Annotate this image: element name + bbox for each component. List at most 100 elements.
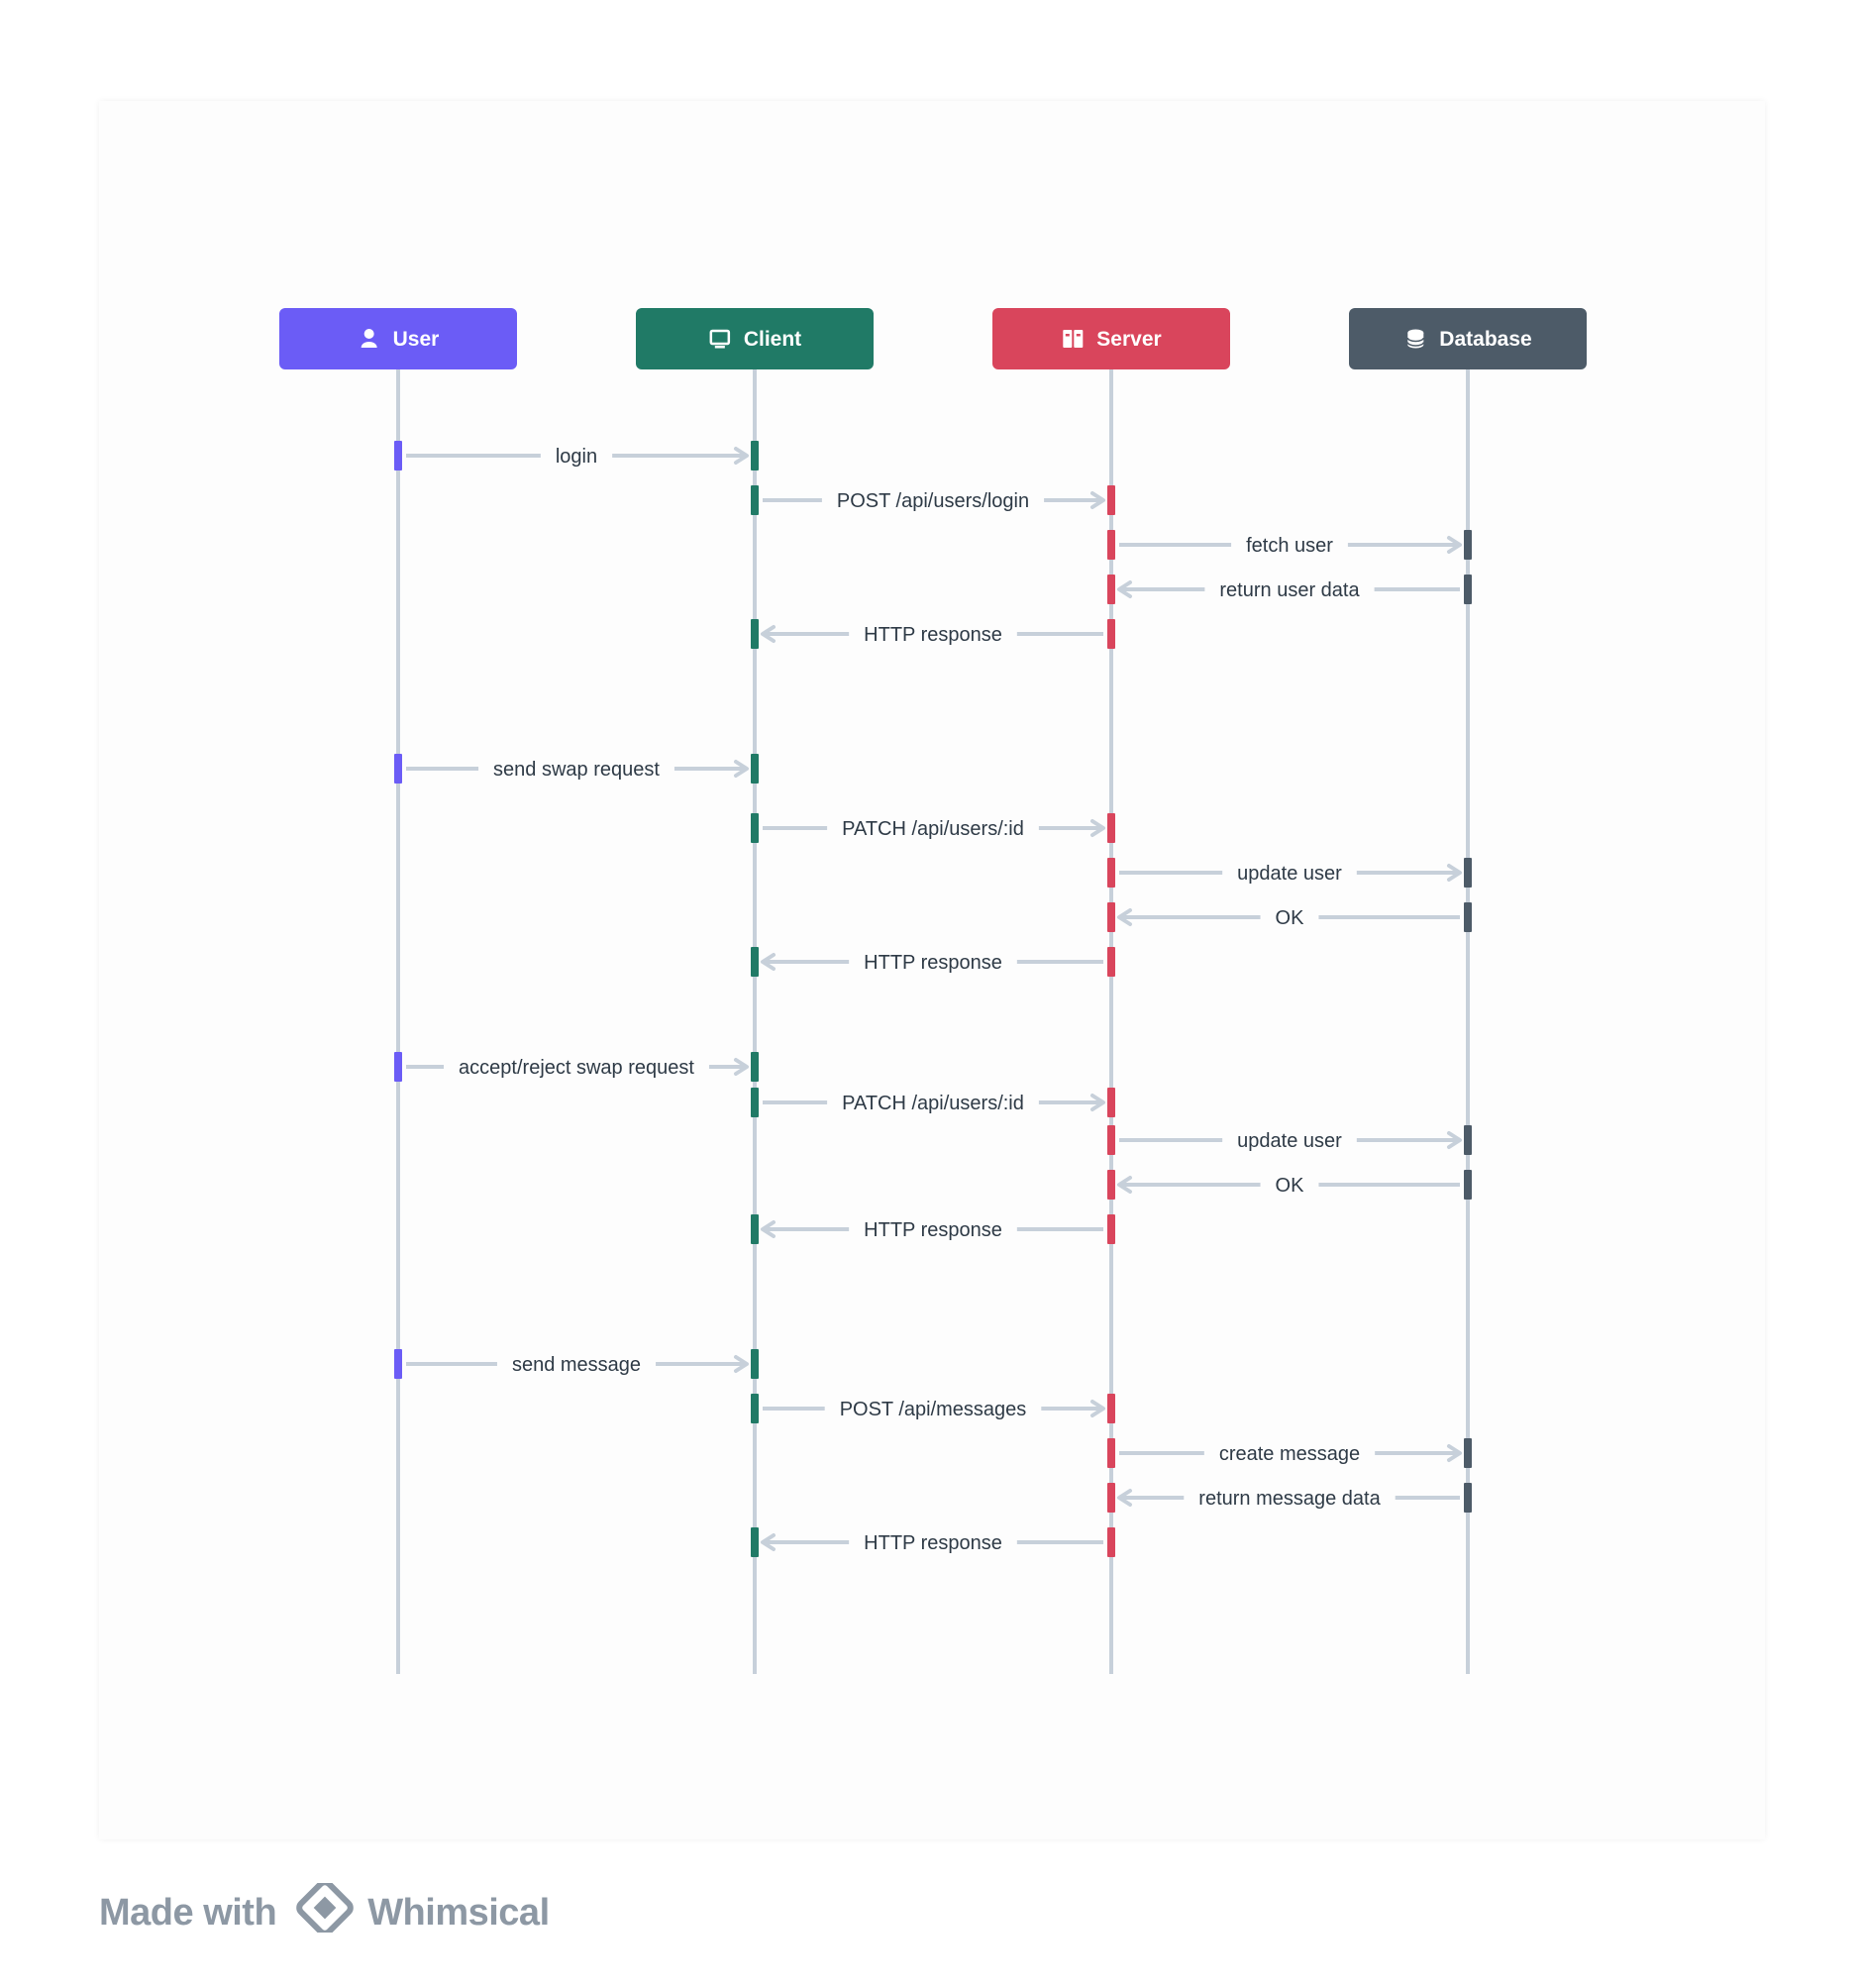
message-label-bg — [827, 1083, 1039, 1122]
activation-bar-server — [1107, 1394, 1115, 1423]
actor-label: Client — [744, 328, 801, 351]
message-label-bg — [1204, 570, 1375, 609]
message-label: create message — [1219, 1443, 1360, 1465]
activation-bar-database — [1464, 858, 1472, 888]
message-arrow[interactable]: login — [394, 436, 759, 475]
actor-box — [279, 308, 517, 369]
message-arrow[interactable]: create message — [1107, 1433, 1472, 1473]
activation-bar-client — [751, 1214, 759, 1244]
message-arrow[interactable]: update user — [1107, 853, 1472, 892]
activation-bar-server — [1107, 858, 1115, 888]
activation-bar-client — [751, 813, 759, 843]
activation-bar-database — [1464, 1125, 1472, 1155]
message-label-bg — [1203, 1433, 1376, 1473]
arrowhead — [761, 625, 776, 643]
activation-bar-client — [751, 1394, 759, 1423]
message-label-bg — [540, 436, 613, 475]
arrowhead — [1447, 1131, 1462, 1149]
message-arrow[interactable]: HTTP response — [751, 614, 1115, 654]
message-label: PATCH /api/users/:id — [842, 818, 1024, 840]
actor-client[interactable]: Client — [636, 308, 874, 369]
actor-server[interactable]: Server — [992, 308, 1230, 369]
arrowhead — [1090, 491, 1105, 509]
activation-bar-database — [1464, 1483, 1472, 1513]
actor-label: Database — [1439, 328, 1531, 351]
arrowhead — [1117, 1489, 1132, 1507]
actor-box — [636, 308, 874, 369]
message-arrow[interactable]: accept/reject swap request — [394, 1047, 759, 1087]
activation-bar-client — [751, 947, 759, 977]
message-arrow[interactable]: update user — [1107, 1120, 1472, 1160]
message-arrow[interactable]: HTTP response — [751, 1522, 1115, 1562]
message-label: return message data — [1198, 1488, 1381, 1510]
message-arrow[interactable]: PATCH /api/users/:id — [751, 1083, 1115, 1122]
message-label: HTTP response — [864, 1219, 1002, 1241]
message-label-bg — [1260, 897, 1319, 937]
activation-bar-user — [394, 1052, 402, 1082]
message-label: return user data — [1219, 579, 1360, 601]
arrowhead — [1117, 908, 1132, 926]
message-label: OK — [1276, 907, 1305, 929]
message-label-bg — [849, 1209, 1017, 1249]
whimsical-logo-icon[interactable] — [290, 1879, 360, 1942]
message-label: PATCH /api/users/:id — [842, 1093, 1024, 1114]
arrowhead — [761, 1533, 776, 1551]
message-label: login — [556, 446, 597, 468]
message-label-bg — [849, 1522, 1017, 1562]
message-arrow[interactable]: HTTP response — [751, 942, 1115, 982]
monitor-icon — [709, 329, 731, 349]
message-label-bg — [1231, 525, 1348, 565]
actor-box — [992, 308, 1230, 369]
activation-bar-server — [1107, 619, 1115, 649]
activation-bar-client — [751, 754, 759, 784]
message-arrow[interactable]: OK — [1107, 897, 1472, 937]
message-arrow[interactable]: POST /api/messages — [751, 1389, 1115, 1428]
arrowhead — [1117, 1176, 1132, 1194]
activation-bar-server — [1107, 1125, 1115, 1155]
arrowhead — [1090, 1094, 1105, 1111]
arrowhead — [734, 1058, 749, 1076]
message-label: OK — [1276, 1175, 1305, 1197]
arrowhead — [1447, 864, 1462, 882]
actor-user[interactable]: User — [279, 308, 517, 369]
message-label-bg — [821, 480, 1045, 520]
message-label-bg — [1260, 1165, 1319, 1204]
message-label-bg — [849, 614, 1017, 654]
user-icon — [361, 329, 377, 348]
activation-bar-server — [1107, 1438, 1115, 1468]
message-arrow[interactable]: return message data — [1107, 1478, 1472, 1517]
message-label-bg — [827, 808, 1039, 848]
activation-bar-database — [1464, 902, 1472, 932]
activation-bar-user — [394, 754, 402, 784]
message-label: HTTP response — [864, 624, 1002, 646]
message-arrow[interactable]: POST /api/users/login — [751, 480, 1115, 520]
activation-bar-server — [1107, 1527, 1115, 1557]
arrowhead — [1090, 819, 1105, 837]
message-arrow[interactable]: return user data — [1107, 570, 1472, 609]
activation-bar-client — [751, 1052, 759, 1082]
arrowhead — [1117, 580, 1132, 598]
activation-bar-client — [751, 441, 759, 471]
footer: Made with Whimsical — [99, 1879, 550, 1942]
actor-database[interactable]: Database — [1349, 308, 1587, 369]
message-label: update user — [1237, 1130, 1342, 1152]
message-arrow[interactable]: fetch user — [1107, 525, 1472, 565]
activation-bar-database — [1464, 1170, 1472, 1200]
arrowhead — [1090, 1400, 1105, 1417]
message-label: POST /api/messages — [840, 1399, 1027, 1420]
whimsical-brand-text[interactable]: Whimsical — [367, 1891, 550, 1934]
message-arrow[interactable]: send swap request — [394, 749, 759, 788]
message-arrow[interactable]: PATCH /api/users/:id — [751, 808, 1115, 848]
database-icon — [1406, 329, 1425, 349]
message-label-bg — [1222, 1120, 1357, 1160]
server-icon — [1063, 330, 1084, 348]
activation-bar-client — [751, 1527, 759, 1557]
message-label: accept/reject swap request — [459, 1057, 694, 1079]
message-label: update user — [1237, 863, 1342, 885]
message-arrow[interactable]: send message — [394, 1344, 759, 1384]
message-arrow[interactable]: OK — [1107, 1165, 1472, 1204]
message-arrow[interactable]: HTTP response — [751, 1209, 1115, 1249]
message-label: POST /api/users/login — [837, 490, 1029, 512]
message-label-bg — [496, 1344, 657, 1384]
